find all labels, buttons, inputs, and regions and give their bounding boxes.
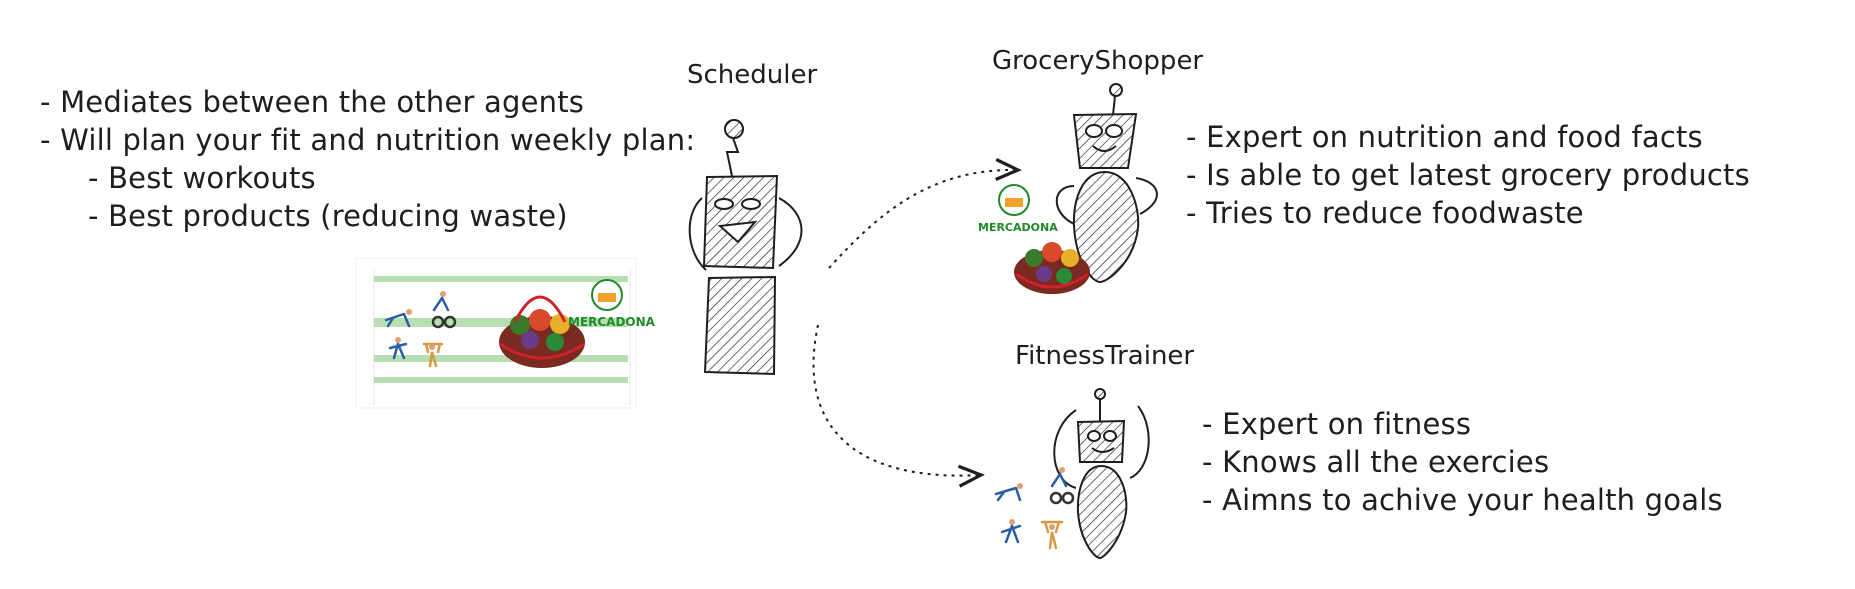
fitness-trainer-notes: - Expert on fitness - Knows all the exer… [1202, 405, 1723, 519]
arrow-to-fitness-trainer [812, 324, 985, 488]
scheduler-sub-note: - Best workouts [88, 161, 316, 195]
weekly-plan-image: MERCADONA [355, 257, 656, 409]
scheduler-note: - Will plan your fit and nutrition weekl… [40, 123, 696, 157]
scheduler-robot-icon [688, 119, 803, 376]
scheduler-notes: - Mediates between the other agents - Wi… [40, 83, 695, 235]
mercadona-logo-text: MERCADONA [568, 315, 656, 329]
grocery-shopper-note: - Expert on nutrition and food facts [1186, 120, 1703, 154]
grocery-shopper-note: - Tries to reduce foodwaste [1186, 196, 1584, 230]
mercadona-logo-text-2: MERCADONA [978, 221, 1058, 234]
grocery-shopper-notes: - Expert on nutrition and food facts - I… [1186, 118, 1750, 232]
fitness-trainer-title: FitnessTrainer [1015, 341, 1195, 371]
fitness-trainer-note: - Aimns to achive your health goals [1202, 483, 1723, 517]
grocery-shopper-robot-icon: MERCADONA [978, 83, 1158, 294]
grocery-shopper-title: GroceryShopper [992, 46, 1204, 76]
scheduler-sub-note: - Best products (reducing waste) [88, 199, 568, 233]
fitness-trainer-note: - Knows all the exercies [1202, 445, 1550, 479]
scheduler-note: - Mediates between the other agents [40, 85, 585, 119]
arrow-to-grocery-shopper [828, 158, 1022, 269]
grocery-shopper-note: - Is able to get latest grocery products [1186, 158, 1750, 192]
fitness-trainer-robot-icon [994, 388, 1150, 560]
scheduler-title: Scheduler [687, 60, 818, 90]
fitness-trainer-note: - Expert on fitness [1202, 407, 1472, 441]
